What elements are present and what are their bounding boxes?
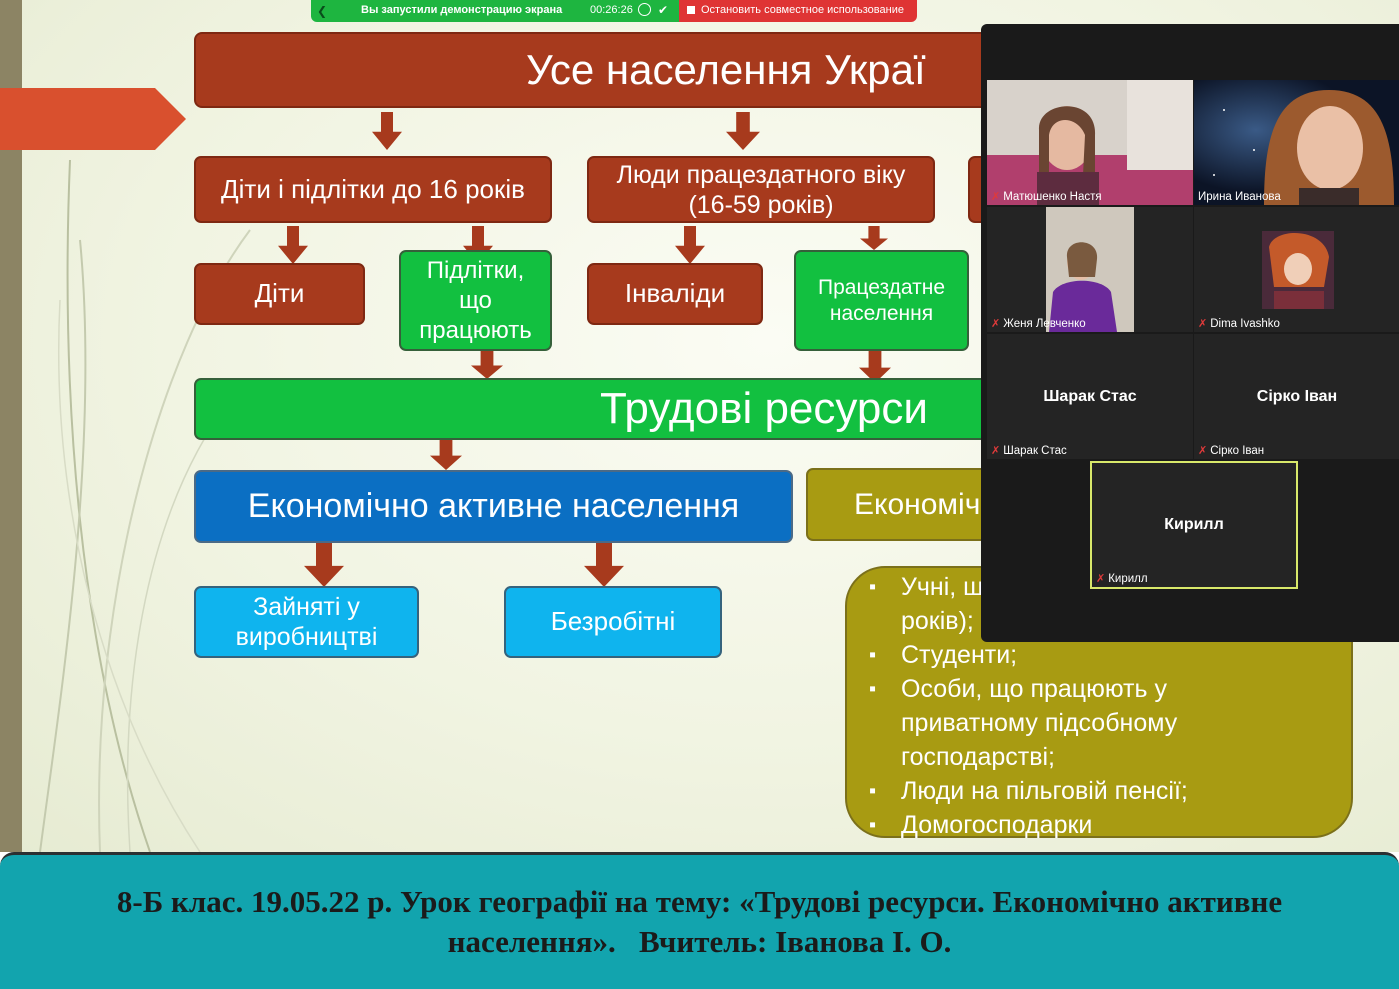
labor-resources-box: Трудові ресурси — [194, 378, 1004, 440]
able-bodied-line2: населення — [829, 301, 934, 325]
participant-tile[interactable]: ✗ Матюшенко Настя — [987, 80, 1193, 205]
arrow-down — [584, 543, 624, 587]
employed-line1: Зайняті у — [253, 593, 360, 621]
participant-display-name: Шарак Стас — [1043, 387, 1137, 405]
mic-muted-icon: ✗ — [1198, 318, 1208, 330]
working-age-line2: (16-59 років) — [688, 190, 834, 219]
participant-video — [1194, 80, 1399, 205]
title-box: Усе населення Украї — [194, 32, 1004, 108]
teens-working-line2: що — [459, 286, 492, 314]
working-age-box: Люди працездатного віку (16-59 років) — [587, 156, 935, 223]
participant-name-text: Женя Левченко — [1003, 317, 1086, 330]
list-item: Учні, ш — [869, 570, 1339, 604]
list-item: Особи, що працюють у — [869, 672, 1339, 706]
arrow-down — [675, 226, 705, 264]
lesson-caption: 8-Б клас. 19.05.22 р. Урок географії на … — [0, 852, 1399, 989]
participant-display-name: Сірко Іван — [1256, 387, 1338, 405]
title-text: Усе населення Украї — [526, 45, 926, 93]
arrow-down — [372, 112, 402, 150]
teens-working-line1: Підлітки, — [426, 256, 525, 284]
participant-name: ✗ Женя Левченко — [991, 317, 1086, 331]
mic-muted-icon: ✗ — [991, 191, 1001, 203]
participant-name: ✗ Матюшенко Настя — [991, 190, 1102, 204]
econ-active-label: Економічно активне населення — [247, 487, 740, 526]
arrow-down — [471, 351, 503, 379]
participant-video — [987, 207, 1193, 332]
share-status-text: Вы запустили демонстрацию экрана — [361, 4, 563, 16]
econ-inactive-label: Економічн — [854, 487, 997, 521]
participant-name: ✗ Сірко Іван — [1198, 444, 1265, 458]
disabled-box: Інваліди — [587, 263, 763, 325]
list-item: Студенти; — [869, 638, 1339, 672]
screen-share-bar: ❮ Вы запустили демонстрацию экрана 00:26… — [311, 0, 917, 22]
list-item-continuation: господарстві; — [901, 743, 1055, 771]
share-status: ❮ Вы запустили демонстрацию экрана 00:26… — [311, 0, 679, 22]
arrow-down — [278, 226, 308, 264]
able-bodied-line1: Працездатне — [818, 276, 945, 300]
participant-tile-active[interactable]: Кирилл ✗ Кирилл — [1090, 461, 1298, 589]
able-bodied-box: Працездатне населення — [794, 250, 969, 351]
slide-left-strip — [0, 0, 22, 852]
unemployed-box: Безробітні — [504, 586, 722, 658]
participant-display-name: Кирилл — [1164, 516, 1224, 533]
mic-muted-icon: ✗ — [991, 318, 1001, 330]
share-icon: ❮ — [317, 4, 328, 18]
participant-name-text: Ирина Иванова — [1198, 191, 1281, 203]
list-item: Люди на пільговій пенсії; — [869, 774, 1339, 808]
arrow-down — [860, 226, 888, 250]
mic-muted-icon: ✗ — [1096, 573, 1106, 585]
list-item-continuation: приватному підсобному — [901, 709, 1178, 737]
stop-sharing-button[interactable]: Остановить совместное использование — [679, 0, 917, 22]
info-icon[interactable] — [638, 3, 651, 16]
stop-sharing-label: Остановить совместное использование — [701, 4, 904, 16]
video-gallery-panel[interactable]: ✗ Матюшенко Настя Ирина Иванова ✗ Женя Л… — [981, 24, 1399, 642]
disabled-label: Інваліди — [624, 278, 726, 309]
participant-name-text: Кирилл — [1108, 572, 1148, 585]
participant-tile[interactable]: Сірко Іван ✗ Сірко Іван — [1194, 334, 1399, 459]
arrow-down — [726, 112, 760, 150]
participant-name-text: Матюшенко Настя — [1003, 190, 1102, 203]
teens-working-box: Підлітки, що працюють — [399, 250, 552, 351]
unemployed-label: Безробітні — [550, 606, 676, 637]
participant-tile[interactable]: Шарак Стас ✗ Шарак Стас — [987, 334, 1193, 459]
children-box: Діти і підлітки до 16 років — [194, 156, 552, 223]
arrow-down — [304, 543, 344, 587]
teens-working-line3: працюють — [419, 316, 532, 344]
kids-box: Діти — [194, 263, 365, 325]
slide-decor-arrow — [0, 88, 186, 150]
labor-resources-label: Трудові ресурси — [600, 383, 928, 433]
mic-muted-icon: ✗ — [991, 445, 1001, 457]
caption-line1: 8-Б клас. 19.05.22 р. Урок географії на … — [116, 884, 1283, 919]
participant-tile[interactable]: ✗ Женя Левченко — [987, 207, 1193, 332]
stop-icon — [687, 6, 695, 14]
employed-line2: виробництві — [235, 623, 378, 651]
arrow-down — [430, 440, 462, 470]
participant-tile[interactable]: ✗ Dima Ivashko — [1194, 207, 1399, 332]
employed-box: Зайняті у виробництві — [194, 586, 419, 658]
participant-name-text: Dima Ivashko — [1210, 317, 1280, 330]
share-timer: 00:26:26 — [590, 4, 633, 16]
participant-avatar — [1194, 207, 1399, 332]
children-label: Діти і підлітки до 16 років — [221, 173, 525, 204]
kids-label: Діти — [254, 278, 305, 309]
shield-icon[interactable]: ✔ — [658, 3, 669, 17]
caption-line2: населення». Вчитель: Іванова І. О. — [447, 924, 952, 959]
econ-inactive-box: Економічн — [806, 468, 1008, 541]
working-age-line1: Люди працездатного віку — [616, 160, 906, 189]
participant-name: ✗ Шарак Стас — [991, 444, 1067, 458]
participant-name-text: Шарак Стас — [1003, 444, 1067, 457]
participant-name: ✗ Кирилл — [1096, 572, 1148, 586]
participant-video — [987, 80, 1193, 205]
participant-name: Ирина Иванова — [1198, 191, 1281, 203]
participant-name: ✗ Dima Ivashko — [1198, 317, 1280, 331]
list-item-continuation: років); — [901, 607, 974, 635]
mic-muted-icon: ✗ — [1198, 445, 1208, 457]
econ-active-box: Економічно активне населення — [194, 470, 793, 543]
list-item: Домогосподарки — [869, 808, 1339, 842]
participant-name-text: Сірко Іван — [1210, 444, 1265, 457]
participant-tile[interactable]: Ирина Иванова — [1194, 80, 1399, 205]
